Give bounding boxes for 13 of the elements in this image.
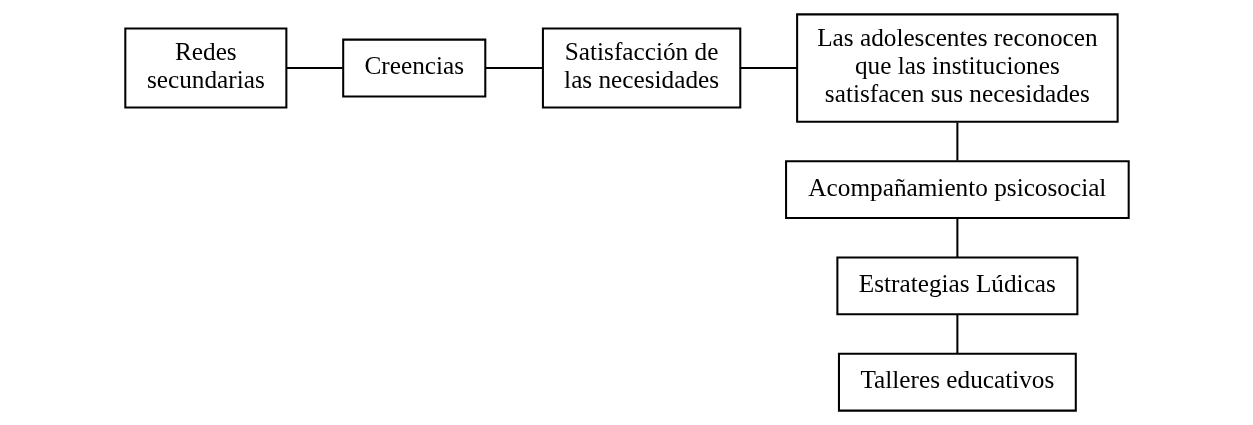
connector — [955, 314, 958, 354]
node-box: Satisfacción de las necesidades — [541, 27, 741, 109]
node-box: Acompañamiento psicosocial — [784, 160, 1130, 220]
node-box: Las adolescentes reconocen que las instituciones satisfacen sus necesidades — [795, 13, 1119, 123]
connector — [740, 67, 797, 70]
connector — [955, 122, 958, 161]
connector — [285, 67, 343, 70]
connector — [955, 218, 958, 258]
node-box: Estrategias Lúdicas — [835, 256, 1078, 316]
node-box: Redes secundarias — [123, 27, 287, 109]
connector — [485, 67, 543, 70]
node-box: Talleres educativos — [837, 352, 1077, 412]
node-box: Creencias — [341, 38, 486, 98]
